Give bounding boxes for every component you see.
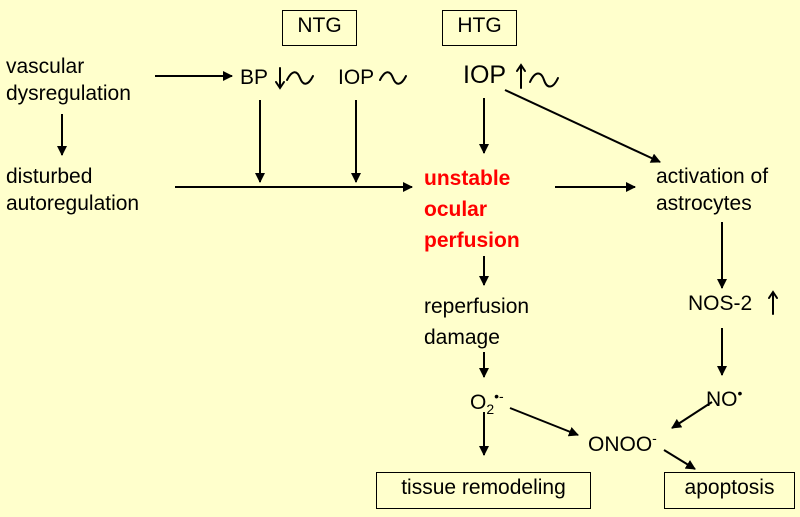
iop-ntg-node: IOP <box>338 66 375 89</box>
arrow-onoo-to-apoptosis <box>663 449 696 470</box>
iop-htg-node: IOP <box>463 61 507 89</box>
ntg-header: NTG <box>297 14 342 37</box>
iop-htg-up-arrow-head-icon <box>516 63 526 72</box>
arrow-no-to-onoo <box>671 401 713 429</box>
no-radical-node: NO• <box>706 385 743 411</box>
bp-tilde-icon <box>286 71 314 85</box>
iop-htg-tilde-icon <box>529 72 559 88</box>
bp-down-arrow-head-icon <box>275 81 285 90</box>
activation-of-astrocytes-node: activation of astrocytes <box>656 165 769 215</box>
nos2-up-arrow-head-icon <box>768 290 778 299</box>
tissue-remodeling-label: tissue remodeling <box>401 476 566 499</box>
arrow-iop-htg-to-astrocytes <box>504 89 661 163</box>
apoptosis-box: apoptosis <box>664 472 795 509</box>
reperfusion-damage-node: reperfusion damage <box>424 295 530 349</box>
iop-ntg-tilde-icon <box>379 71 407 85</box>
bp-node: BP <box>240 66 269 89</box>
unstable-ocular-perfusion-node: unstable ocular perfusion <box>424 167 520 252</box>
onoo-node: ONOO- <box>588 430 657 456</box>
arrow-o2-to-onoo <box>509 407 579 437</box>
htg-header: HTG <box>457 14 502 37</box>
htg-header-box: HTG <box>442 10 517 46</box>
o2-radical-node: O2•- <box>470 388 504 418</box>
ntg-header-box: NTG <box>282 10 357 46</box>
nos2-node: NOS-2 <box>688 292 753 315</box>
apoptosis-label: apoptosis <box>684 476 775 499</box>
disturbed-autoregulation-node: disturbed autoregulation <box>6 165 140 215</box>
tissue-remodeling-box: tissue remodeling <box>376 472 591 509</box>
vascular-dysregulation-node: vascular dysregulation <box>6 55 131 105</box>
